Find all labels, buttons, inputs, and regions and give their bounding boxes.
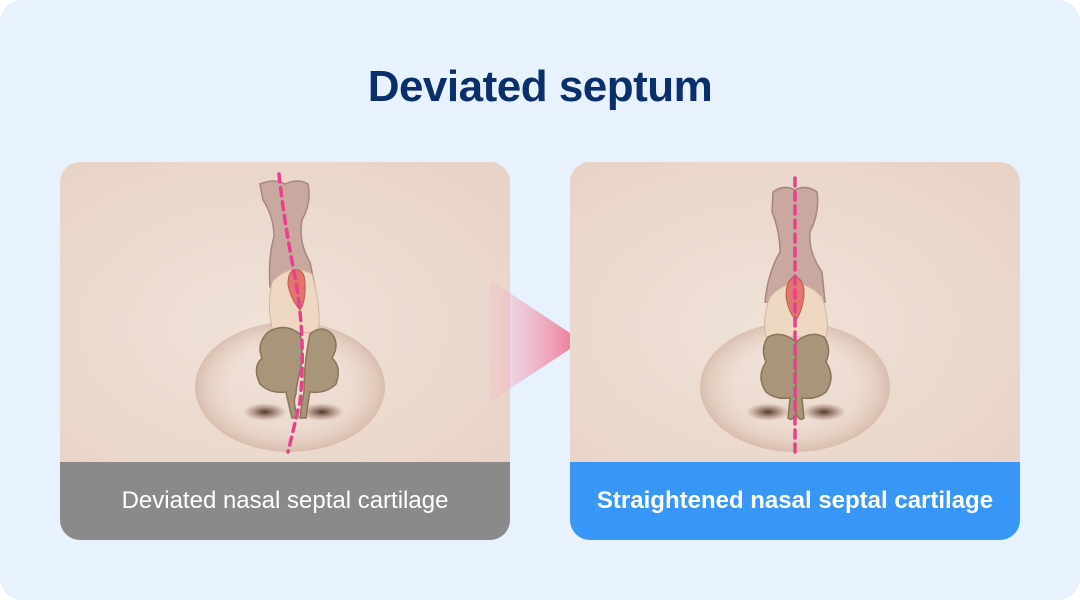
straightened-caption: Straightened nasal septal cartilage — [570, 462, 1020, 540]
deviated-nose-illustration — [60, 162, 510, 462]
straightened-nose-illustration — [570, 162, 1020, 462]
deviated-caption: Deviated nasal septal cartilage — [60, 462, 510, 540]
arrow-right-icon — [490, 280, 582, 402]
deviated-midline — [277, 172, 304, 454]
page-title: Deviated septum — [367, 62, 713, 111]
straightened-septum-panel: Straightened nasal septal cartilage — [570, 162, 1020, 540]
deviated-septum-panel: Deviated nasal septal cartilage — [60, 162, 510, 540]
